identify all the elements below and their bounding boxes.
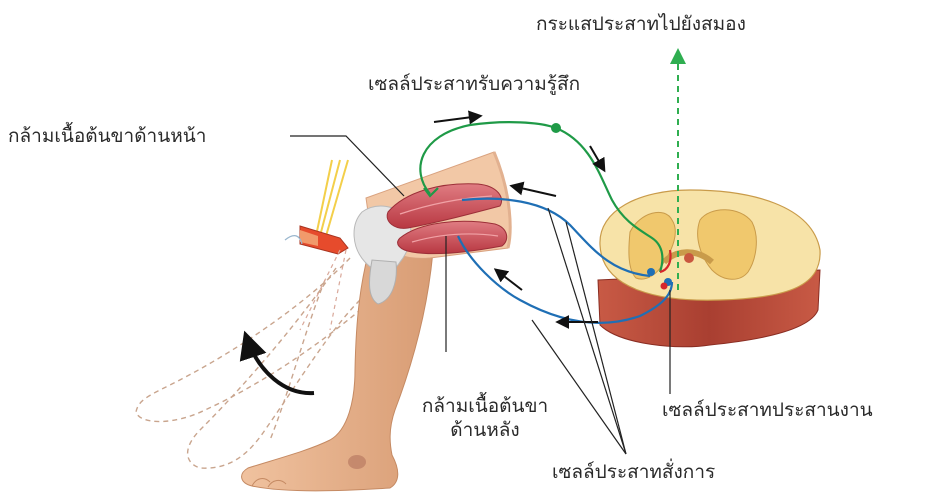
motor-cell-body-1 (647, 268, 655, 276)
back-thigh-muscle-label: กล้ามเนื้อต้นขา ด้านหลัง (400, 394, 570, 442)
front-thigh-muscle-label: กล้ามเนื้อต้นขาด้านหน้า (8, 124, 206, 148)
spinal-cord-section (598, 190, 820, 347)
sensory-cell-body (551, 123, 561, 133)
lower-leg (242, 238, 434, 491)
back-thigh-muscle-label-line2: ด้านหลัง (400, 418, 570, 442)
back-thigh-muscle-label-line1: กล้ามเนื้อต้นขา (400, 394, 570, 418)
sensory-neuron-label: เซลล์ประสาทรับความรู้สึก (368, 72, 580, 96)
brain-signal-label: กระแสประสาทไปยังสมอง (536, 12, 746, 36)
reflex-hammer (285, 160, 348, 330)
interneuron-label: เซลล์ประสาทประสานงาน (662, 398, 873, 422)
interneuron-cell-body (661, 283, 668, 290)
motor-neuron-label: เซลล์ประสาทสั่งการ (552, 460, 715, 484)
leg-kick-arrow (246, 336, 314, 393)
brain-signal-arrowhead (670, 48, 686, 64)
